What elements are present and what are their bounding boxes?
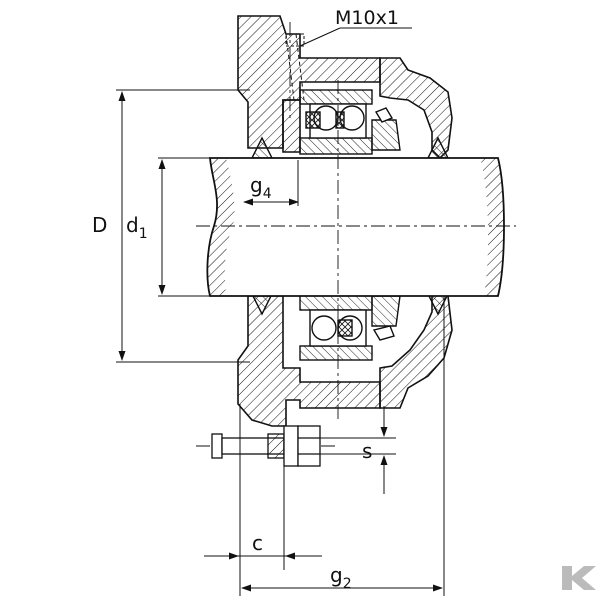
label-d1-subscript: 1 bbox=[139, 226, 148, 242]
svg-text:d1: d1 bbox=[126, 213, 148, 242]
dimension-s bbox=[320, 406, 396, 494]
thread-leader-line bbox=[299, 27, 341, 47]
label-d1: d bbox=[126, 213, 139, 237]
label-g4-subscript: 4 bbox=[263, 186, 272, 202]
bolt-and-nut bbox=[211, 425, 321, 467]
dimension-c bbox=[204, 404, 322, 596]
seals bbox=[250, 136, 450, 316]
k-brand-mark-icon bbox=[562, 566, 596, 590]
label-g2: g bbox=[330, 563, 343, 587]
dimension-g4 bbox=[243, 160, 299, 206]
svg-text:g2: g2 bbox=[330, 563, 352, 592]
dimension-d1 bbox=[158, 157, 212, 297]
dimension-g2 bbox=[241, 296, 445, 596]
label-c: c bbox=[252, 531, 263, 555]
thread-label: M10x1 bbox=[335, 7, 399, 29]
bearing-upper bbox=[299, 89, 401, 155]
bearing-lower bbox=[299, 293, 401, 361]
svg-text:g4: g4 bbox=[250, 173, 272, 202]
dimension-D bbox=[116, 89, 250, 363]
label-s: s bbox=[362, 439, 372, 463]
shaft bbox=[206, 157, 505, 297]
label-g2-subscript: 2 bbox=[343, 576, 352, 592]
label-g4: g bbox=[250, 173, 263, 197]
label-D: D bbox=[92, 213, 107, 237]
